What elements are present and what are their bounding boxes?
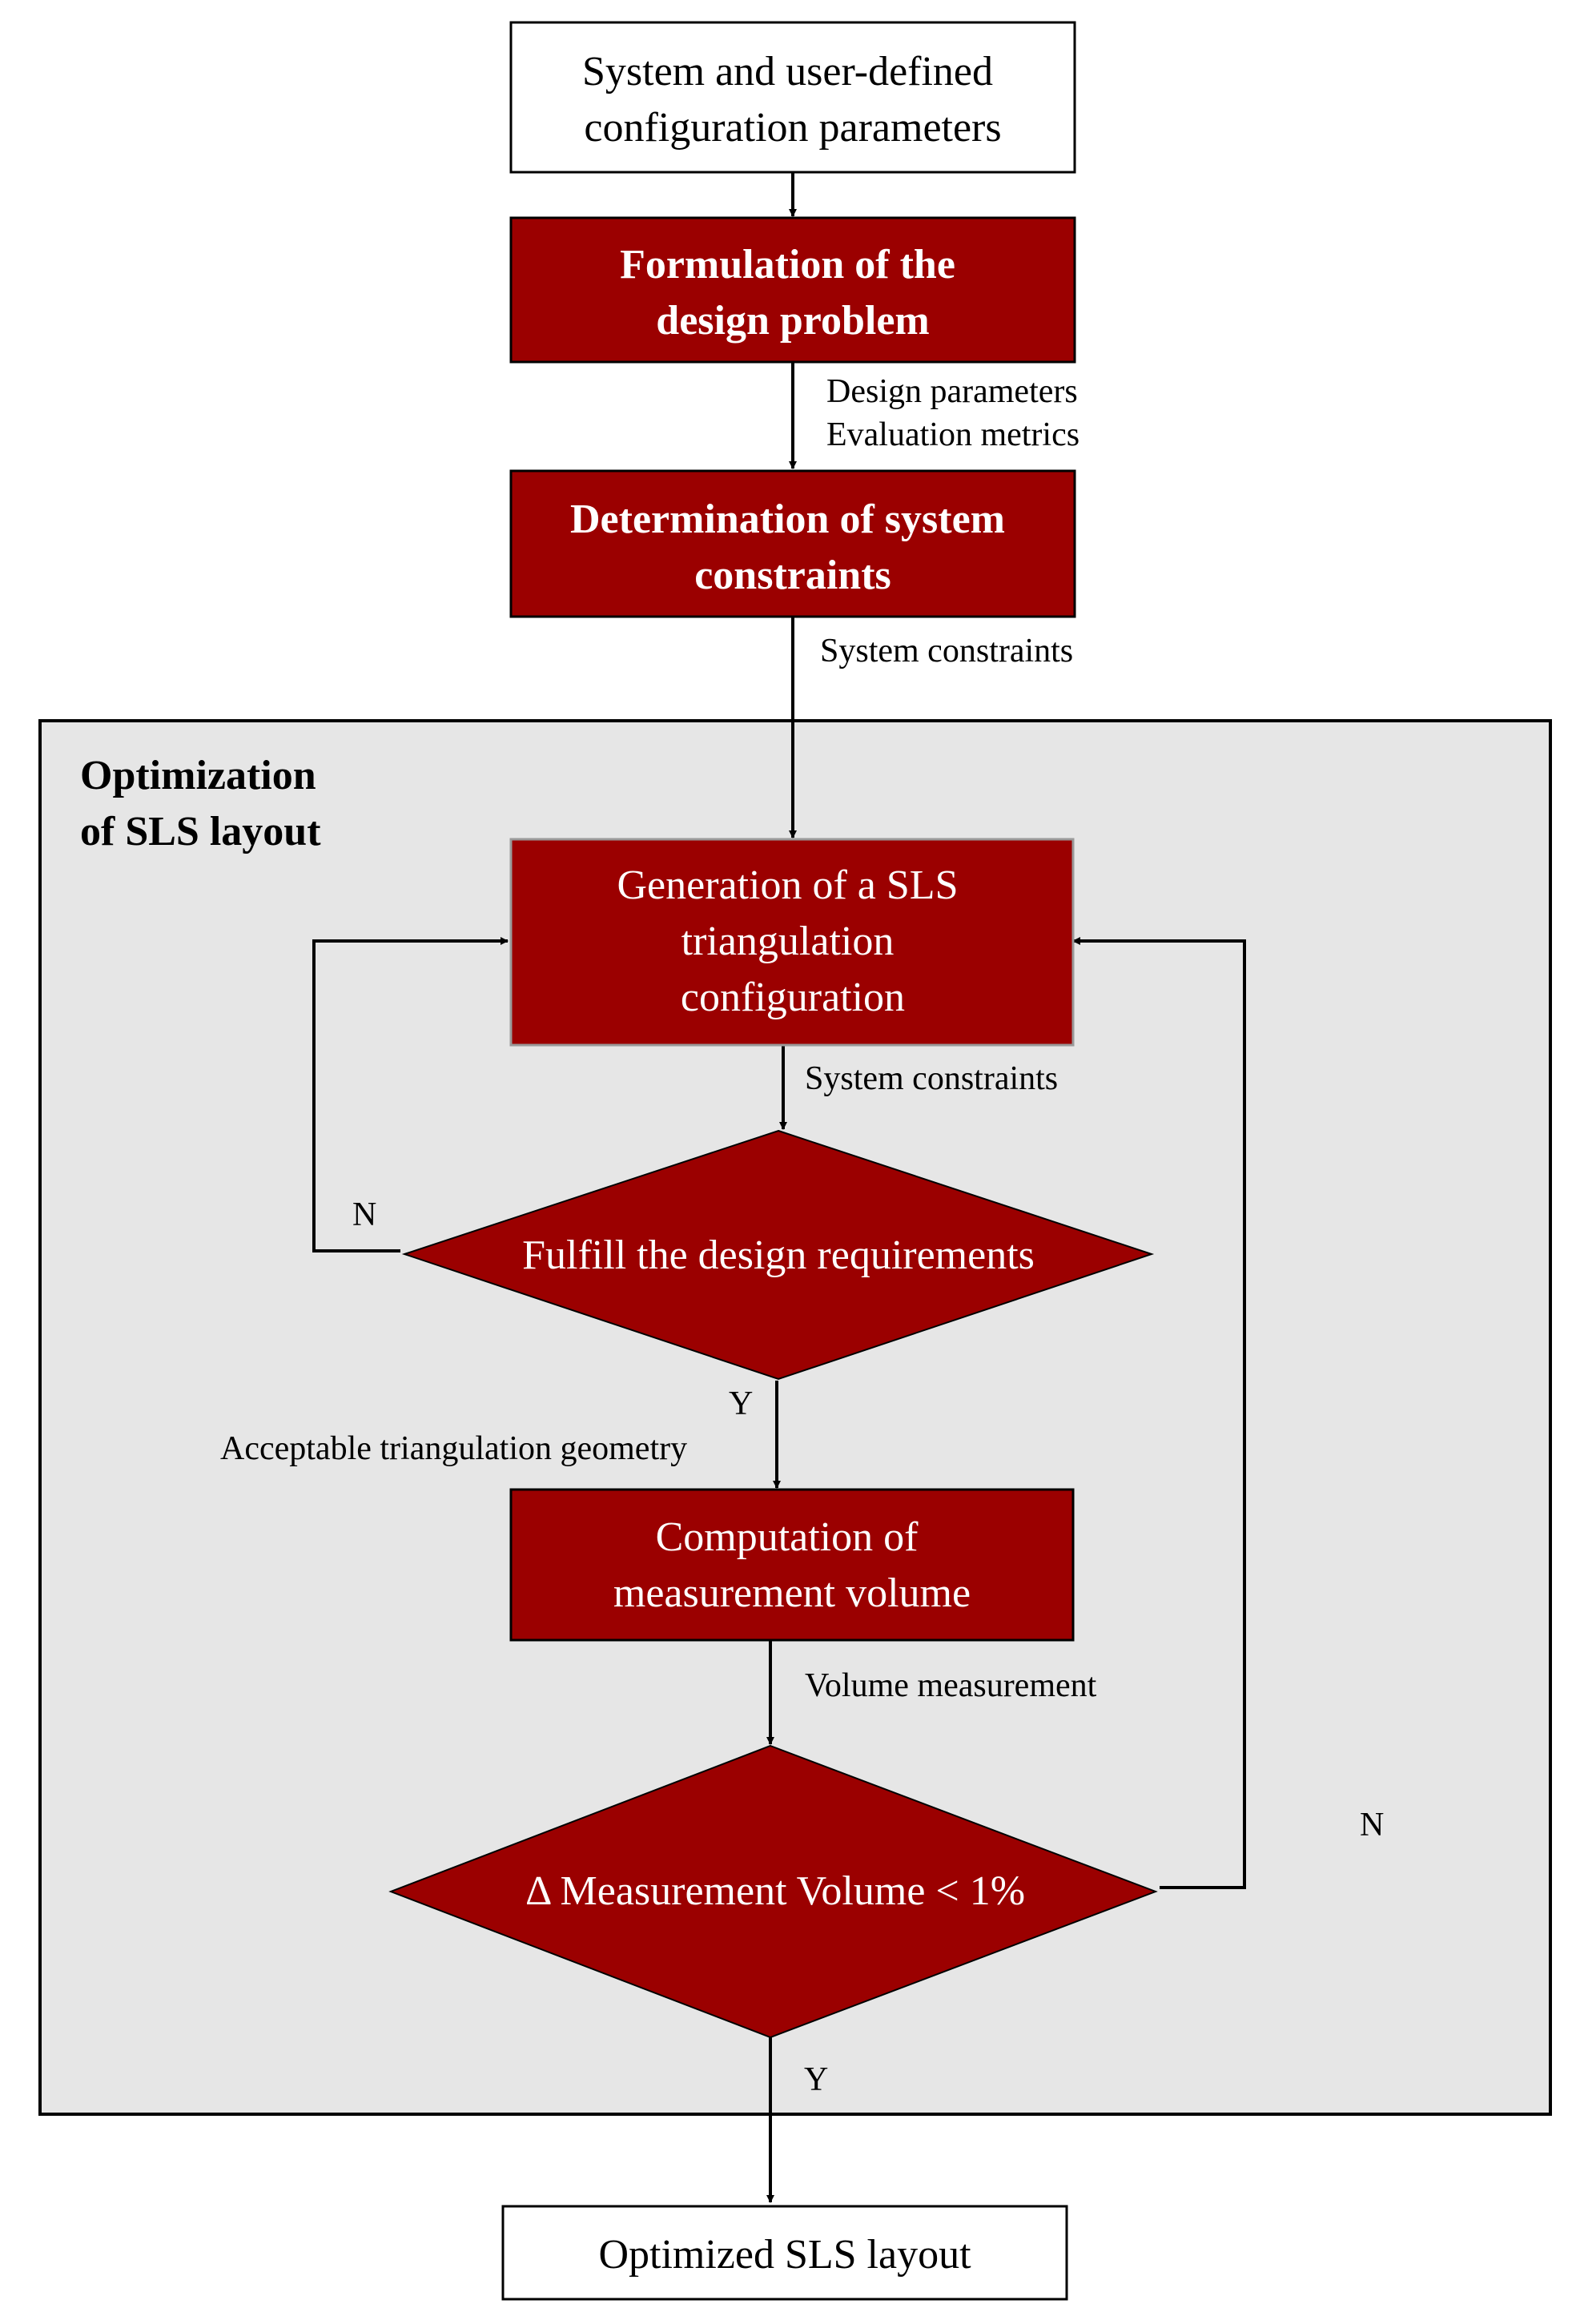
arrow-delta-no-loop xyxy=(1072,937,1246,1889)
svg-text:System and user-defined: System and user-defined configuration pa… xyxy=(582,49,1003,151)
generation-line-3: configuration xyxy=(681,975,905,1020)
fulfill-line-1: Fulfill the design requirements xyxy=(522,1232,1035,1278)
output-line-1: Optimized SLS layout xyxy=(598,2232,971,2278)
svg-text:Δ Measurement Volume < 1%: Δ Measurement Volume < 1% xyxy=(525,1868,1025,1914)
output-node: Optimized SLS layout xyxy=(501,2205,1068,2301)
formulation-line-1: Formulation of the xyxy=(620,242,955,287)
panel-title-line-2: of SLS layout xyxy=(80,809,321,854)
computation-node: Computation of measurement volume xyxy=(509,1488,1075,1642)
connectors xyxy=(312,172,1246,2203)
computation-line-2: measurement volume xyxy=(613,1570,971,1616)
determination-node: Determination of system constraints xyxy=(509,469,1076,618)
delta-line-1: Δ Measurement Volume < 1% xyxy=(525,1868,1025,1914)
label-acceptable-geometry: Acceptable triangulation geometry xyxy=(220,1430,687,1467)
arrow-fulfill-no-loop xyxy=(312,937,509,1252)
computation-line-1: Computation of xyxy=(656,1514,919,1560)
label-delta-no: N xyxy=(1360,1807,1384,1844)
svg-text:Optimized SLS layout: Optimized SLS layout xyxy=(598,2232,971,2278)
svg-text:Formulation of the desig: Formulation of the design problem xyxy=(620,242,966,344)
panel-title-line-1: Optimization xyxy=(80,753,316,798)
generation-line-2: triangulation xyxy=(681,919,895,964)
input-line-1: System and user-defined xyxy=(582,49,993,94)
label-volume-measurement: Volume measurement xyxy=(805,1667,1097,1704)
label-system-constraints-1: System constraints xyxy=(820,633,1073,669)
label-fulfill-yes: Y xyxy=(729,1385,753,1422)
label-fulfill-no: N xyxy=(352,1196,376,1233)
svg-text:Fulfill the design requirement: Fulfill the design requirements xyxy=(522,1232,1035,1278)
label-design-parameters: Design parameters xyxy=(826,373,1078,410)
label-evaluation-metrics: Evaluation metrics xyxy=(826,416,1079,453)
determination-line-2: constraints xyxy=(694,553,891,598)
determination-line-1: Determination of system xyxy=(570,497,1005,542)
generation-node: Generation of a SLS triangulation config… xyxy=(509,838,1075,1047)
panel-title: Optimization of SLS layout xyxy=(80,753,327,854)
label-system-constraints-2: System constraints xyxy=(805,1060,1058,1097)
generation-line-1: Generation of a SLS xyxy=(617,862,958,908)
input-line-2: configuration parameters xyxy=(584,105,1001,151)
svg-text:Determination of system: Determination of system constraints xyxy=(570,497,1015,598)
fulfill-decision-node: Fulfill the design requirements xyxy=(401,1129,1155,1381)
delta-decision-node: Δ Measurement Volume < 1% xyxy=(388,1744,1158,2039)
formulation-line-2: design problem xyxy=(656,298,929,344)
svg-text:Generation of a SLS tria: Generation of a SLS triangulation config… xyxy=(617,862,968,1020)
svg-text:Computation of measureme: Computation of measurement volume xyxy=(613,1514,971,1616)
label-delta-yes: Y xyxy=(804,2061,828,2098)
formulation-node: Formulation of the design problem xyxy=(509,216,1076,364)
input-node: System and user-defined configuration pa… xyxy=(509,21,1076,174)
